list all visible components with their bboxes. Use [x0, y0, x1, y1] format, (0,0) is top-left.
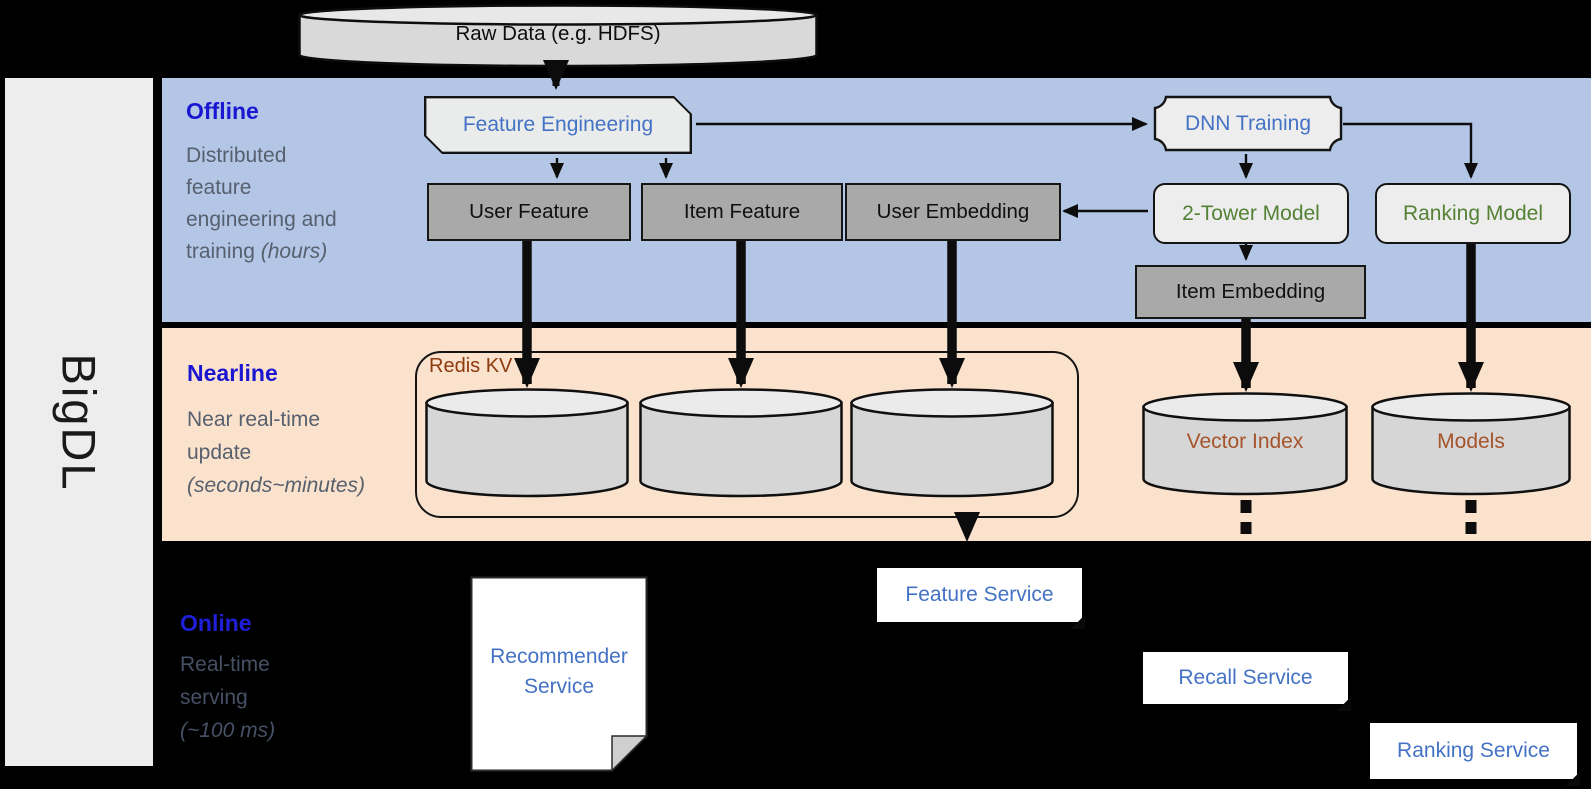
thin-arrows	[550, 117, 1478, 261]
nearline-title: Nearline	[187, 360, 278, 386]
redis-kv-container	[415, 351, 1079, 518]
raw-data-label: Raw Data (e.g. HDFS)	[455, 22, 661, 45]
nearline-desc-line3: (seconds~minutes)	[187, 474, 365, 497]
bigdl-sidebar: BigDL	[5, 78, 153, 766]
ranking-service-box: Ranking Service	[1370, 723, 1580, 786]
item-feature-node: Item Feature	[641, 183, 843, 241]
dnn-training-label: DNN Training	[1184, 111, 1312, 135]
recommender-service-label: Recommender Service	[490, 645, 628, 698]
online-desc-line1: Real-time	[180, 653, 270, 676]
nearline-desc-line1: Near real-time	[187, 408, 321, 431]
offline-title: Offline	[186, 98, 259, 124]
models-cylinder	[1371, 392, 1571, 496]
feature-engineering-node: Feature Engineering	[424, 96, 692, 154]
online-desc-line2: serving	[180, 686, 248, 709]
offline-desc-line1: Distributed	[186, 144, 287, 167]
redis-cylinder-1	[425, 388, 629, 498]
feature-service-box: Feature Service	[877, 568, 1085, 629]
redis-kv-label: Redis KV	[429, 355, 513, 377]
recommender-service-document	[470, 576, 649, 773]
vector-index-cylinder	[1142, 392, 1348, 496]
nearline-description: Near real-time update (seconds~minutes)	[187, 403, 427, 502]
item-embedding-node: Item Embedding	[1135, 265, 1366, 319]
online-description: Real-time serving (~100 ms)	[180, 648, 400, 747]
online-title: Online	[180, 610, 252, 636]
recall-service-box: Recall Service	[1143, 652, 1351, 711]
ranking-service-label: Ranking Service	[1397, 739, 1550, 762]
two-tower-model-node: 2-Tower Model	[1153, 183, 1349, 244]
ranking-model-label: Ranking Model	[1402, 201, 1544, 225]
models-label: Models	[1437, 430, 1505, 453]
item-feature-label: Item Feature	[683, 200, 801, 223]
online-desc-line3: (~100 ms)	[180, 719, 276, 742]
offline-description: Distributed feature engineering and trai…	[186, 140, 416, 268]
offline-desc-line2: feature	[186, 176, 252, 199]
offline-desc-line4-text: training	[186, 240, 255, 263]
redis-cylinder-2	[639, 388, 843, 498]
two-tower-model-label: 2-Tower Model	[1182, 201, 1320, 225]
recall-service-label: Recall Service	[1178, 666, 1313, 689]
user-feature-node: User Feature	[427, 183, 631, 241]
item-embedding-label: Item Embedding	[1175, 280, 1326, 303]
user-embedding-node: User Embedding	[845, 183, 1061, 241]
dashed-arrows	[954, 500, 1477, 542]
nearline-desc-line2: update	[187, 441, 252, 464]
user-feature-label: User Feature	[469, 200, 589, 223]
feature-service-label: Feature Service	[905, 583, 1054, 606]
plaque-shape	[1153, 95, 1343, 152]
dnn-training-node: DNN Training	[1153, 95, 1343, 152]
user-embedding-label: User Embedding	[876, 200, 1030, 223]
vector-index-label: Vector Index	[1186, 430, 1304, 453]
offline-desc-line4-em: (hours)	[260, 240, 328, 263]
feature-engineering-label: Feature Engineering	[462, 113, 654, 136]
thick-arrows	[514, 60, 1484, 392]
redis-cylinder-3	[850, 388, 1054, 498]
offline-desc-line4: training (hours)	[186, 236, 416, 268]
ranking-model-node: Ranking Model	[1375, 183, 1571, 244]
offline-desc-line3: engineering and	[186, 208, 337, 231]
